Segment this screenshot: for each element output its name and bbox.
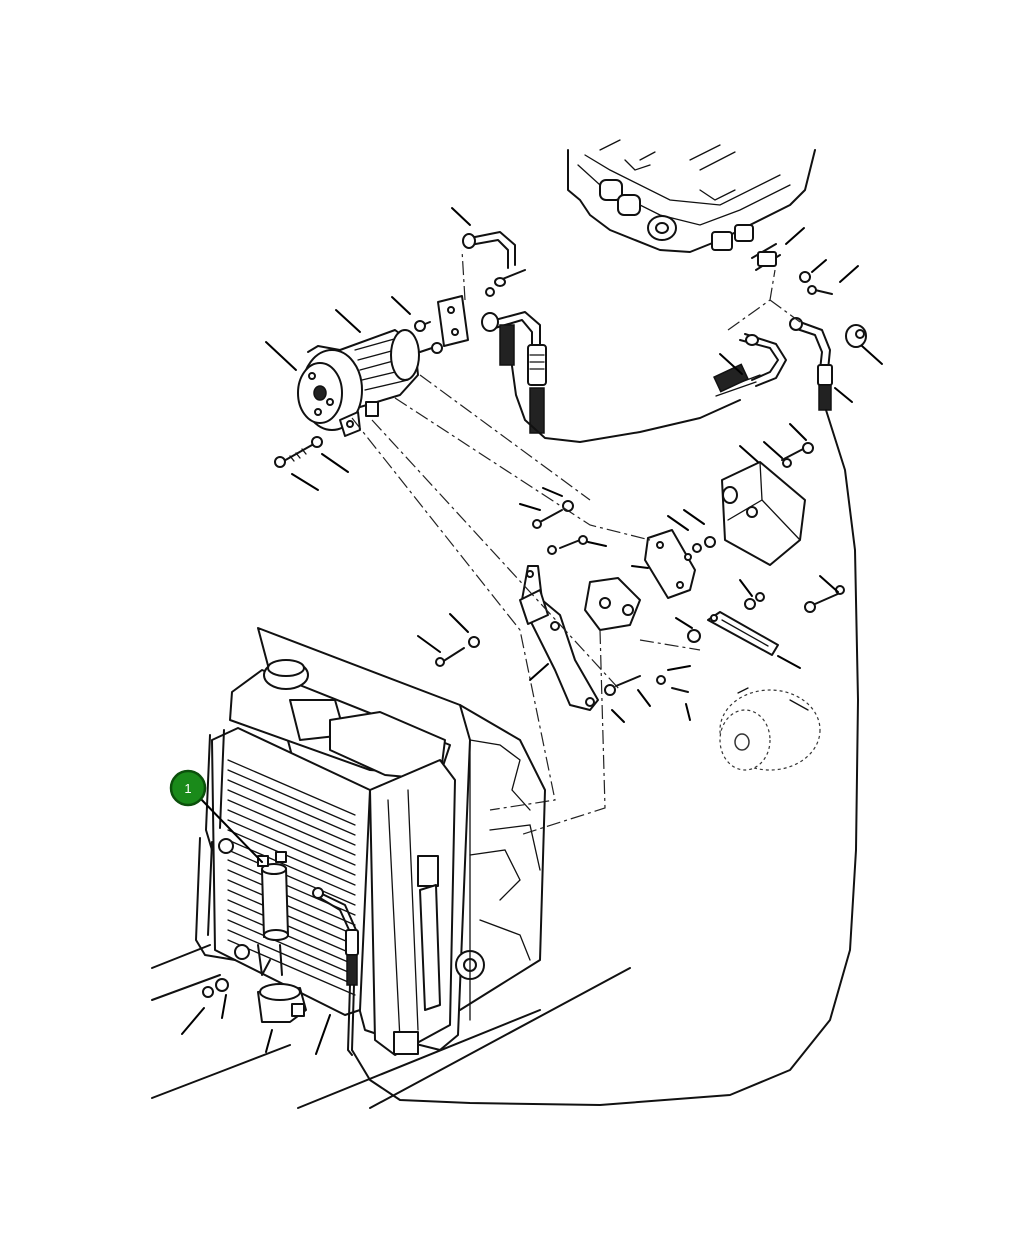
callout-leaders bbox=[181, 207, 883, 1055]
engine-lower bbox=[455, 704, 546, 1021]
callout-badge-label: 1 bbox=[184, 781, 191, 796]
receiver-drier bbox=[202, 851, 307, 1023]
engine-block bbox=[567, 139, 816, 253]
fastener-set bbox=[435, 243, 867, 696]
callout-badge-1[interactable]: 1 bbox=[169, 769, 207, 807]
compressor-bolt bbox=[274, 436, 323, 468]
callout-badge-circle bbox=[169, 769, 207, 807]
ac-compressor bbox=[297, 329, 420, 437]
compressor-bracket bbox=[519, 565, 641, 711]
alternator bbox=[719, 687, 821, 771]
radiator-core-fins bbox=[227, 759, 356, 996]
assembly-phantom-lines bbox=[351, 249, 801, 836]
adjusting-strap bbox=[707, 611, 779, 656]
mounting-plate bbox=[644, 529, 716, 599]
radiator-assembly bbox=[151, 627, 631, 1109]
suction-hose-assembly bbox=[351, 231, 859, 1106]
tensioner-box bbox=[721, 442, 814, 566]
condenser-hose bbox=[312, 887, 359, 1056]
hose-bracket bbox=[414, 269, 526, 354]
